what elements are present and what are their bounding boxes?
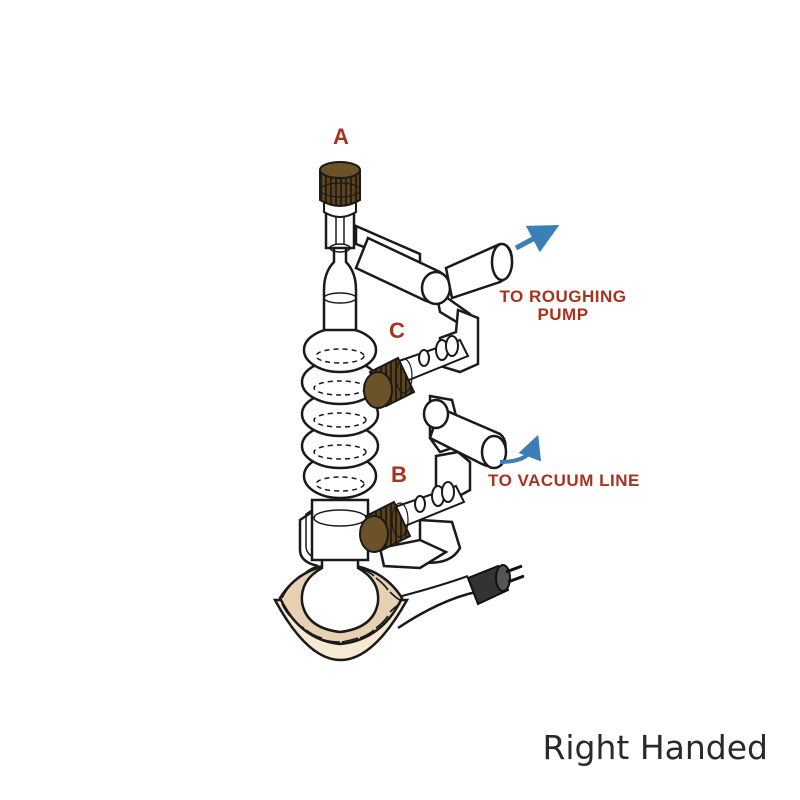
vacuum-arrow-icon — [499, 434, 542, 464]
plug-icon — [466, 564, 525, 606]
label-roughing-pump: TO ROUGHING PUMP — [488, 288, 638, 324]
label-c: C — [389, 318, 406, 343]
label-vacuum-line: TO VACUUM LINE — [488, 471, 640, 490]
cold-trap-upper — [354, 236, 514, 306]
knob-b-icon[interactable] — [359, 500, 412, 553]
caption: Right Handed — [542, 728, 768, 767]
valve-b-stem — [390, 481, 466, 530]
distillation-column — [300, 206, 380, 562]
boiling-flask — [300, 548, 380, 634]
label-roughing-line1: TO ROUGHING — [499, 287, 627, 306]
return-tube — [298, 510, 319, 568]
label-b: B — [391, 462, 408, 487]
label-a: A — [333, 124, 350, 149]
knob-a-icon[interactable] — [319, 161, 361, 218]
knob-c-icon[interactable] — [363, 356, 416, 409]
roughing-arrow-icon — [514, 224, 560, 253]
label-roughing-line2: PUMP — [537, 305, 589, 324]
power-cord — [397, 575, 477, 630]
